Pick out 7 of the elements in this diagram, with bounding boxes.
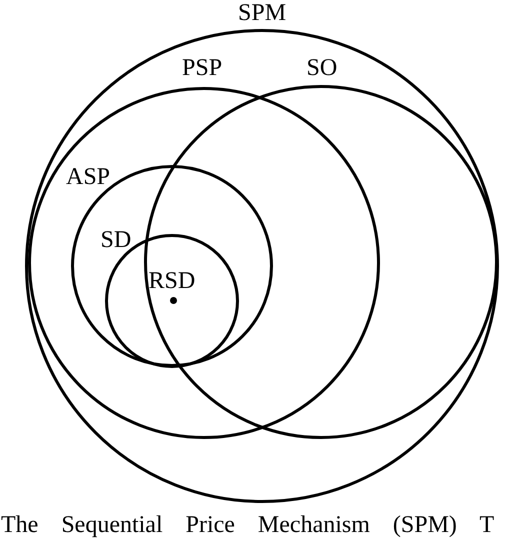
set-label: ASP [66,164,110,190]
set-label: RSD [148,268,196,294]
set-label: SO [306,55,338,81]
set-label: SD [100,227,132,253]
set-label: SPM [238,0,286,26]
set-label: PSP [182,55,222,81]
caption: The Sequential Price Mechanism (SPM) T [1,512,494,538]
